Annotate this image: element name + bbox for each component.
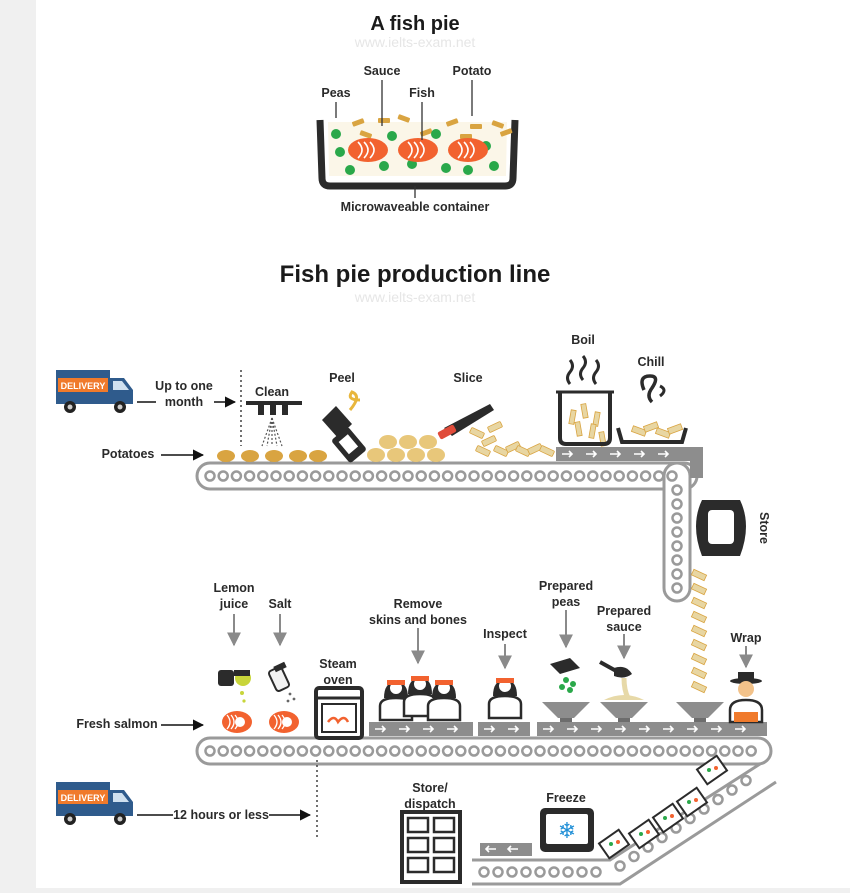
conveyor-belts: [195, 461, 777, 886]
label-inspect: Inspect: [483, 627, 528, 641]
sauce-ladle-icon: [599, 660, 632, 700]
label-prepared-peas-1: Prepared: [539, 579, 593, 593]
boil-pot-icon: [556, 355, 614, 446]
knife-icon: [437, 404, 494, 440]
truck-label-potatoes: DELIVERY: [61, 381, 106, 391]
step-arrows: [227, 610, 753, 670]
label-fish: Fish: [409, 86, 435, 100]
delivery-truck-salmon: [56, 782, 133, 825]
label-potatoes: Potatoes: [102, 447, 155, 461]
label-prepared-sauce-1: Prepared: [597, 604, 651, 618]
label-boil: Boil: [571, 333, 595, 347]
label-clean: Clean: [255, 385, 289, 399]
label-steam-oven-2: oven: [323, 673, 352, 687]
watermark-top: www.ielts-exam.net: [354, 34, 476, 50]
label-wrap: Wrap: [730, 631, 761, 645]
steam-oven-icon: [314, 686, 364, 740]
pie-title: A fish pie: [370, 13, 459, 35]
label-remove-2: skins and bones: [369, 613, 467, 627]
lemon-juice-icon: [218, 670, 251, 703]
store-dispatch-shelves-icon: [400, 810, 462, 884]
label-peas: Peas: [321, 86, 350, 100]
label-prepared-peas-2: peas: [552, 595, 581, 609]
hoppers: [542, 695, 724, 722]
svg-text:❄: ❄: [558, 818, 576, 843]
label-store-dispatch-1: Store/: [412, 781, 448, 795]
worker-figures: [378, 676, 523, 722]
peas-scoop-icon: [550, 658, 580, 693]
label-container: Microwaveable container: [341, 200, 490, 214]
belt-platforms: [369, 447, 767, 856]
potato-items: [217, 403, 740, 694]
chill-tray-icon: [616, 374, 688, 444]
peeler-icon: [322, 390, 366, 463]
delivery-truck-potatoes: [56, 370, 133, 413]
production-line-title: Fish pie production line: [280, 261, 551, 288]
label-up-to-one-month-1: Up to one: [155, 379, 213, 393]
label-potato: Potato: [453, 64, 492, 78]
label-peel: Peel: [329, 371, 355, 385]
label-salt: Salt: [269, 597, 293, 611]
salt-shaker-icon: [267, 661, 296, 703]
label-fresh-salmon: Fresh salmon: [76, 717, 157, 731]
watermark-line: www.ielts-exam.net: [354, 289, 476, 305]
label-lemon-juice-2: juice: [219, 597, 249, 611]
pie-label-lines: [335, 80, 473, 198]
label-12-hours: 12 hours or less: [173, 808, 269, 822]
label-prepared-sauce-2: sauce: [606, 620, 641, 634]
label-lemon-juice-1: Lemon: [214, 581, 255, 595]
label-freeze: Freeze: [546, 791, 586, 805]
wrap-worker-icon: [728, 672, 764, 724]
time-dividers: [240, 370, 318, 840]
fish-pie-diagram: A fish pie www.ielts-exam.net Sauce Pota…: [56, 13, 777, 886]
store-bag-icon: [696, 500, 746, 556]
label-store: Store: [757, 512, 771, 544]
label-remove-1: Remove: [394, 597, 443, 611]
truck-label-salmon: DELIVERY: [61, 793, 106, 803]
label-steam-oven-1: Steam: [319, 657, 357, 671]
pie-container-illustration: [316, 114, 519, 190]
freezer-icon: ❄: [540, 808, 594, 852]
label-sauce: Sauce: [364, 64, 401, 78]
label-store-dispatch-2: dispatch: [404, 797, 455, 811]
page: A fish pie www.ielts-exam.net Sauce Pota…: [36, 0, 850, 888]
label-chill: Chill: [637, 355, 664, 369]
label-up-to-one-month-2: month: [165, 395, 203, 409]
label-slice: Slice: [453, 371, 482, 385]
clean-sprayer-icon: [246, 401, 302, 447]
salmon-and-pie-items: [222, 711, 729, 860]
